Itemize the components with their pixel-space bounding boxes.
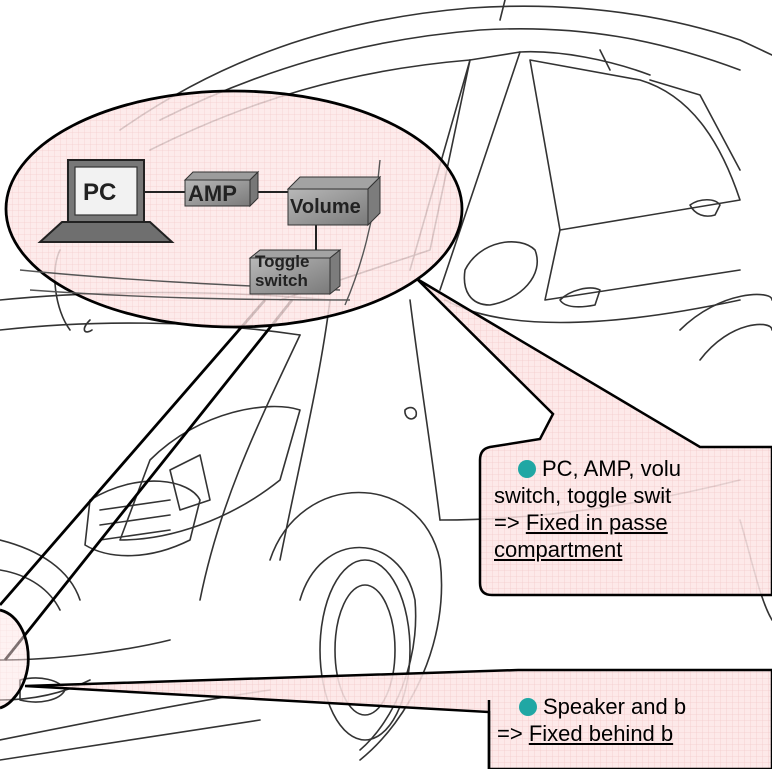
callout-upper-line1-text: PC, AMP, volu bbox=[542, 456, 681, 481]
callout-upper-line1: PC, AMP, volu bbox=[494, 455, 681, 482]
callout-lower-link: Fixed behind b bbox=[528, 721, 674, 746]
amp-box-icon bbox=[183, 170, 260, 208]
callout-upper-line2: switch, toggle swit bbox=[494, 483, 672, 508]
toggle-switch-box-icon bbox=[248, 248, 342, 296]
callout-lower-line1-text: Speaker and b bbox=[543, 694, 687, 719]
volume-label: Volume bbox=[290, 196, 361, 218]
component-zoom-ellipse bbox=[4, 89, 464, 329]
toggle-label-line1: Toggle bbox=[255, 252, 310, 271]
callout-lower-line2: => Fixed behind b bbox=[497, 720, 686, 747]
leader-lines bbox=[0, 299, 294, 661]
callout-upper-bubble bbox=[416, 277, 772, 597]
bullet-dot-icon bbox=[519, 698, 537, 716]
callout-upper-text: PC, AMP, volu switch, toggle swit => Fix… bbox=[494, 455, 681, 563]
callout-upper-line3: => Fixed in passe bbox=[494, 509, 681, 536]
speaker-location-circle bbox=[0, 608, 30, 710]
callout-upper-arrow: => bbox=[494, 510, 526, 535]
pc-label: PC bbox=[83, 179, 117, 206]
callout-lower-text: Speaker and b => Fixed behind b bbox=[497, 693, 686, 747]
callout-lower-arrow: => bbox=[497, 721, 529, 746]
amp-label: AMP bbox=[188, 181, 237, 206]
callout-upper-link: Fixed in passe bbox=[525, 510, 668, 535]
bullet-dot-icon bbox=[518, 460, 536, 478]
pc-laptop-icon bbox=[37, 159, 175, 243]
volume-box-icon bbox=[286, 175, 382, 227]
callout-lower-line1: Speaker and b bbox=[497, 693, 686, 720]
callout-upper-line4: compartment bbox=[494, 537, 623, 562]
toggle-label-line2: switch bbox=[255, 271, 308, 290]
